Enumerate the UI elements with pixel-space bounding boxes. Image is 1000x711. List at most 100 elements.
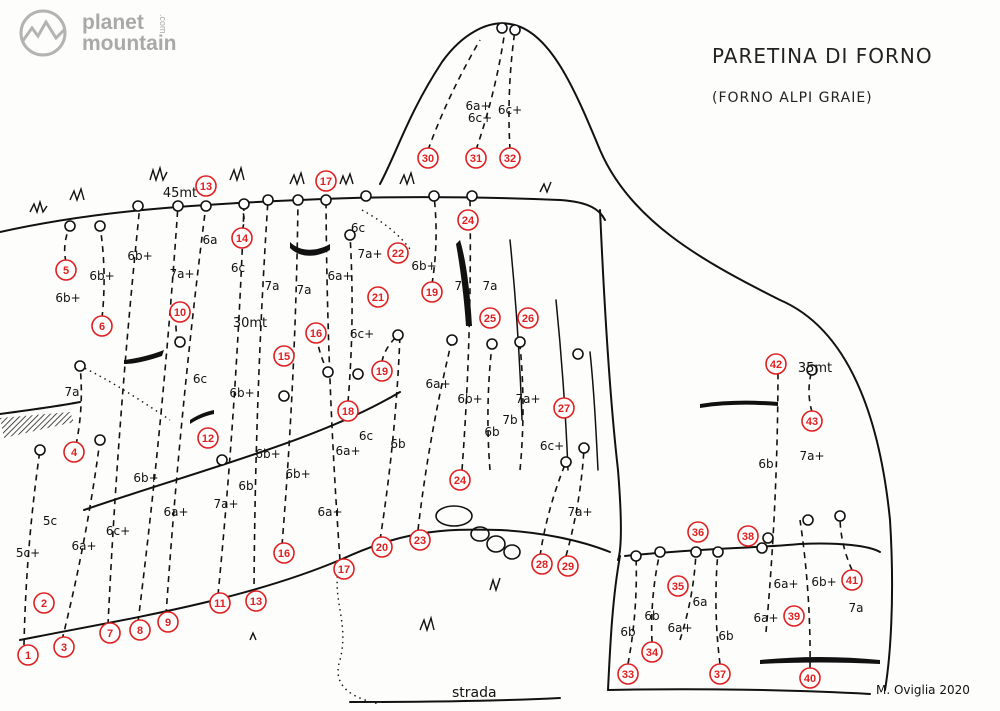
- planetmountain-logo[interactable]: planet mountain .com: [8, 8, 178, 58]
- route-marker-circle: [371, 360, 393, 382]
- route-grade: 6b: [238, 479, 253, 493]
- route-line: [137, 204, 179, 623]
- route-marker-2[interactable]: 2: [33, 592, 55, 614]
- route-marker-32[interactable]: 32: [499, 147, 521, 169]
- route-marker-15[interactable]: 15: [273, 345, 295, 367]
- route-marker-20[interactable]: 20: [371, 536, 393, 558]
- grass-tufts: [29, 165, 552, 641]
- route-marker-35[interactable]: 35: [667, 575, 689, 597]
- route-line: [839, 515, 853, 571]
- route-marker-19[interactable]: 19: [421, 281, 443, 303]
- route-grade: 6a+: [773, 577, 798, 591]
- route-marker-38[interactable]: 38: [737, 525, 759, 547]
- route-number: 13: [250, 596, 262, 608]
- route-grade: 6c: [351, 221, 365, 235]
- anchor-bolt: [654, 546, 666, 558]
- route-line: [650, 551, 661, 643]
- route-marker-27[interactable]: 27: [553, 397, 575, 419]
- route-marker-14[interactable]: 14: [231, 227, 253, 249]
- pitch-length-label: 30mt: [233, 316, 267, 331]
- pitch-length-label: 45mt: [163, 186, 197, 201]
- route-marker-16[interactable]: 16: [305, 322, 327, 344]
- route-marker-33[interactable]: 33: [617, 663, 639, 685]
- route-marker-25[interactable]: 25: [479, 307, 501, 329]
- route-marker-26[interactable]: 26: [517, 307, 539, 329]
- route-marker-41[interactable]: 41: [841, 569, 863, 591]
- route-marker-3[interactable]: 3: [53, 636, 75, 658]
- route-marker-30[interactable]: 30: [417, 147, 439, 169]
- route-grade: 6b: [390, 437, 405, 451]
- route-marker-18[interactable]: 18: [337, 400, 359, 422]
- route-marker-21[interactable]: 21: [367, 286, 389, 308]
- route-number: 36: [692, 527, 704, 539]
- route-marker-42[interactable]: 42: [765, 353, 787, 375]
- route-marker-24[interactable]: 24: [457, 209, 479, 231]
- route-marker-6[interactable]: 6: [91, 315, 113, 337]
- route-marker-circle: [17, 644, 39, 666]
- route-marker-1[interactable]: 1: [17, 644, 39, 666]
- route-marker-circle: [245, 590, 267, 612]
- route-grade: 7a: [455, 279, 470, 293]
- route-grade: 6b: [758, 457, 773, 471]
- route-marker-23[interactable]: 23: [409, 529, 431, 551]
- route-number: 38: [742, 531, 754, 543]
- lower-block-outline: [624, 542, 881, 557]
- route-grade: 6c: [359, 429, 373, 443]
- route-marker-13[interactable]: 13: [195, 175, 217, 197]
- route-grade: 7b: [502, 413, 517, 427]
- route-marker-39[interactable]: 39: [783, 605, 805, 627]
- route-marker-circle: [709, 663, 731, 685]
- route-grade: 7a: [265, 279, 280, 293]
- route-marker-5[interactable]: 5: [55, 259, 77, 281]
- route-marker-40[interactable]: 40: [799, 667, 821, 689]
- route-number: 28: [536, 559, 548, 571]
- anchor-bolt: [344, 229, 356, 241]
- route-marker-37[interactable]: 37: [709, 663, 731, 685]
- route-marker-circle: [129, 619, 151, 641]
- route-marker-31[interactable]: 31: [465, 147, 487, 169]
- route-marker-10[interactable]: 10: [169, 301, 191, 323]
- route-marker-circle: [841, 569, 863, 591]
- route-marker-36[interactable]: 36: [687, 521, 709, 543]
- route-marker-16[interactable]: 16: [273, 542, 295, 564]
- route-marker-17[interactable]: 17: [315, 170, 337, 192]
- route-line: [281, 199, 299, 546]
- route-marker-22[interactable]: 22: [387, 242, 409, 264]
- route-line: [253, 199, 269, 596]
- route-marker-13[interactable]: 13: [245, 590, 267, 612]
- route-grade: 7a+: [515, 392, 540, 406]
- route-marker-7[interactable]: 7: [99, 622, 121, 644]
- route-marker-circle: [799, 667, 821, 689]
- route-grade: 6b+: [285, 467, 310, 481]
- route-marker-12[interactable]: 12: [197, 427, 219, 449]
- route-marker-4[interactable]: 4: [63, 441, 85, 463]
- route-marker-circle: [273, 542, 295, 564]
- route-marker-43[interactable]: 43: [801, 410, 823, 432]
- route-marker-circle: [783, 605, 805, 627]
- route-line: [107, 204, 141, 626]
- route-marker-28[interactable]: 28: [531, 553, 553, 575]
- route-line: [565, 447, 585, 557]
- route-grade: 6a: [693, 595, 708, 609]
- route-line: [417, 339, 453, 531]
- route-line: [61, 439, 101, 641]
- route-marker-circle: [157, 611, 179, 633]
- anchor-bolt: [834, 510, 846, 522]
- route-marker-19[interactable]: 19: [371, 360, 393, 382]
- route-number: 42: [770, 359, 782, 371]
- route-marker-24[interactable]: 24: [449, 469, 471, 491]
- route-grade: 7a: [297, 283, 312, 297]
- route-marker-9[interactable]: 9: [157, 611, 179, 633]
- route-marker-34[interactable]: 34: [641, 641, 663, 663]
- route-line: [799, 519, 811, 669]
- route-marker-17[interactable]: 17: [333, 558, 355, 580]
- route-marker-8[interactable]: 8: [129, 619, 151, 641]
- route-marker-29[interactable]: 29: [557, 555, 579, 577]
- route-marker-circle: [499, 147, 521, 169]
- route-line: [519, 344, 524, 471]
- route-grade: 6c: [193, 372, 207, 386]
- route-grade: 6a: [203, 233, 218, 247]
- route-grade: 6a+: [667, 621, 692, 635]
- route-marker-11[interactable]: 11: [209, 592, 231, 614]
- route-number: 37: [714, 669, 726, 681]
